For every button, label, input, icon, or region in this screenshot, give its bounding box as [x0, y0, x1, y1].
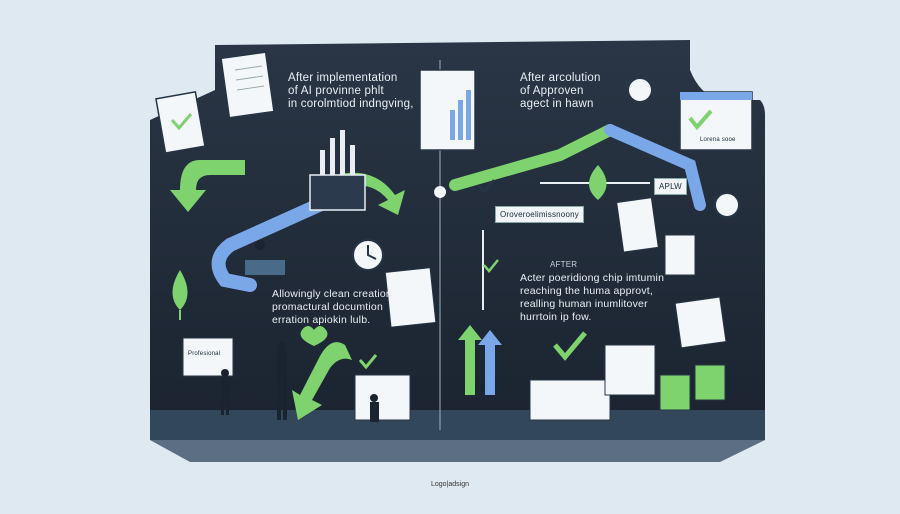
left-caption: Allowingly clean creation promactural do… — [272, 288, 392, 327]
server-block — [309, 174, 366, 211]
green-check-screen — [358, 354, 378, 370]
right-heading-line-2: of Approven — [520, 85, 584, 97]
left-heading-line-2: of AI provinne phlt — [288, 85, 384, 97]
right-heading-line-3: agect in hawn — [520, 98, 594, 110]
green-check-folder — [483, 259, 499, 273]
blue-pipe-right — [604, 124, 706, 211]
right-caption-line-3: realling human inumlitover — [520, 298, 648, 310]
green-check-right — [477, 179, 495, 194]
binder — [419, 69, 476, 151]
document-lines — [234, 65, 265, 91]
banner-label: Oroveroelimissnoony — [495, 206, 584, 223]
clock-icon-right-2 — [714, 192, 740, 218]
left-heading: After implementation of AI provinne phlt… — [288, 72, 414, 111]
screen-label: Lorena sooe — [700, 137, 736, 143]
blue-pipe — [211, 193, 337, 292]
document-stack — [616, 197, 659, 253]
desk — [245, 260, 285, 275]
folder-stack — [659, 364, 726, 411]
tree-icon-right — [589, 165, 607, 200]
binder-bars — [450, 90, 471, 140]
green-check-large — [553, 331, 587, 361]
clock-icon-right — [627, 77, 653, 103]
left-caption-line-2: promactural documtion — [272, 301, 383, 313]
footer-logo-text: Logo|adsign — [430, 481, 470, 488]
paper-stack — [529, 344, 656, 421]
tablet — [354, 374, 411, 421]
report-card-right — [674, 296, 727, 349]
green-check-small — [170, 113, 193, 131]
right-caption-line-2: reaching the huma approvt, — [520, 285, 654, 297]
report-card — [384, 267, 437, 328]
lightbulb-icon — [434, 186, 447, 198]
floor-base — [150, 440, 765, 462]
right-heading-line-1: After arcolution — [520, 72, 601, 84]
growth-arrows — [458, 325, 482, 395]
right-heading: After arcolution of Approven agect in ha… — [520, 72, 601, 111]
right-caption-line-1: Acter poeridiong chip imtumin — [520, 272, 665, 284]
left-caption-line-3: erration apiokin lulb. — [272, 314, 371, 326]
box-label: APLW — [654, 178, 687, 195]
sign-label: Profesional — [188, 351, 221, 357]
left-heading-line-3: in corolmtiod indngving, — [288, 98, 414, 110]
person-figures — [221, 342, 379, 422]
green-arrow-left — [170, 160, 245, 212]
right-caption: Acter poeridiong chip imtumin reaching t… — [520, 272, 664, 324]
chart-bars — [320, 130, 355, 175]
panel-floor — [150, 410, 765, 440]
heart-icon — [300, 326, 328, 346]
green-check-browser — [688, 109, 713, 131]
green-pipe-right — [449, 124, 616, 191]
document-icon — [155, 51, 275, 154]
left-caption-line-1: Allowingly clean creation — [272, 288, 392, 300]
server-stack — [664, 234, 696, 276]
after-label: AFTER — [550, 260, 578, 269]
left-heading-line-1: After implementation — [288, 72, 398, 84]
tree-icon — [172, 270, 188, 310]
right-caption-line-4: hurrtoin ip fow. — [520, 311, 592, 323]
green-arrow-lower — [292, 342, 352, 420]
